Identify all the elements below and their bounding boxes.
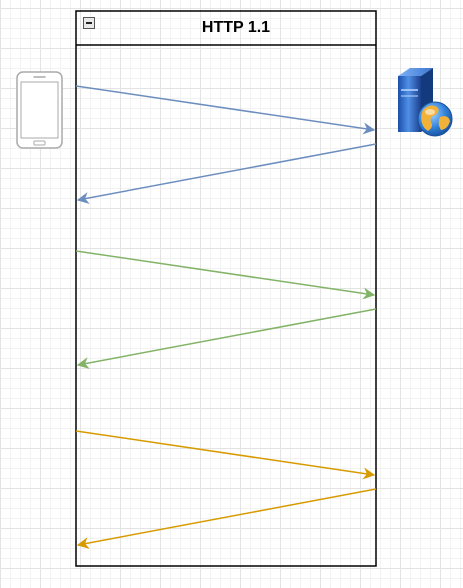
response-arrow-1[interactable] <box>76 143 377 204</box>
smartphone-icon[interactable] <box>16 71 63 149</box>
pool-title: HTTP 1.1 <box>201 19 271 36</box>
request-arrow-1[interactable] <box>75 85 376 135</box>
minus-square-icon[interactable] <box>83 17 95 29</box>
web-server-icon[interactable] <box>398 68 453 137</box>
request-arrow-3[interactable] <box>75 430 376 480</box>
pool-container[interactable] <box>75 10 377 567</box>
request-arrow-2[interactable] <box>75 250 376 300</box>
response-arrow-3[interactable] <box>76 488 377 549</box>
response-arrow-2[interactable] <box>76 308 377 369</box>
